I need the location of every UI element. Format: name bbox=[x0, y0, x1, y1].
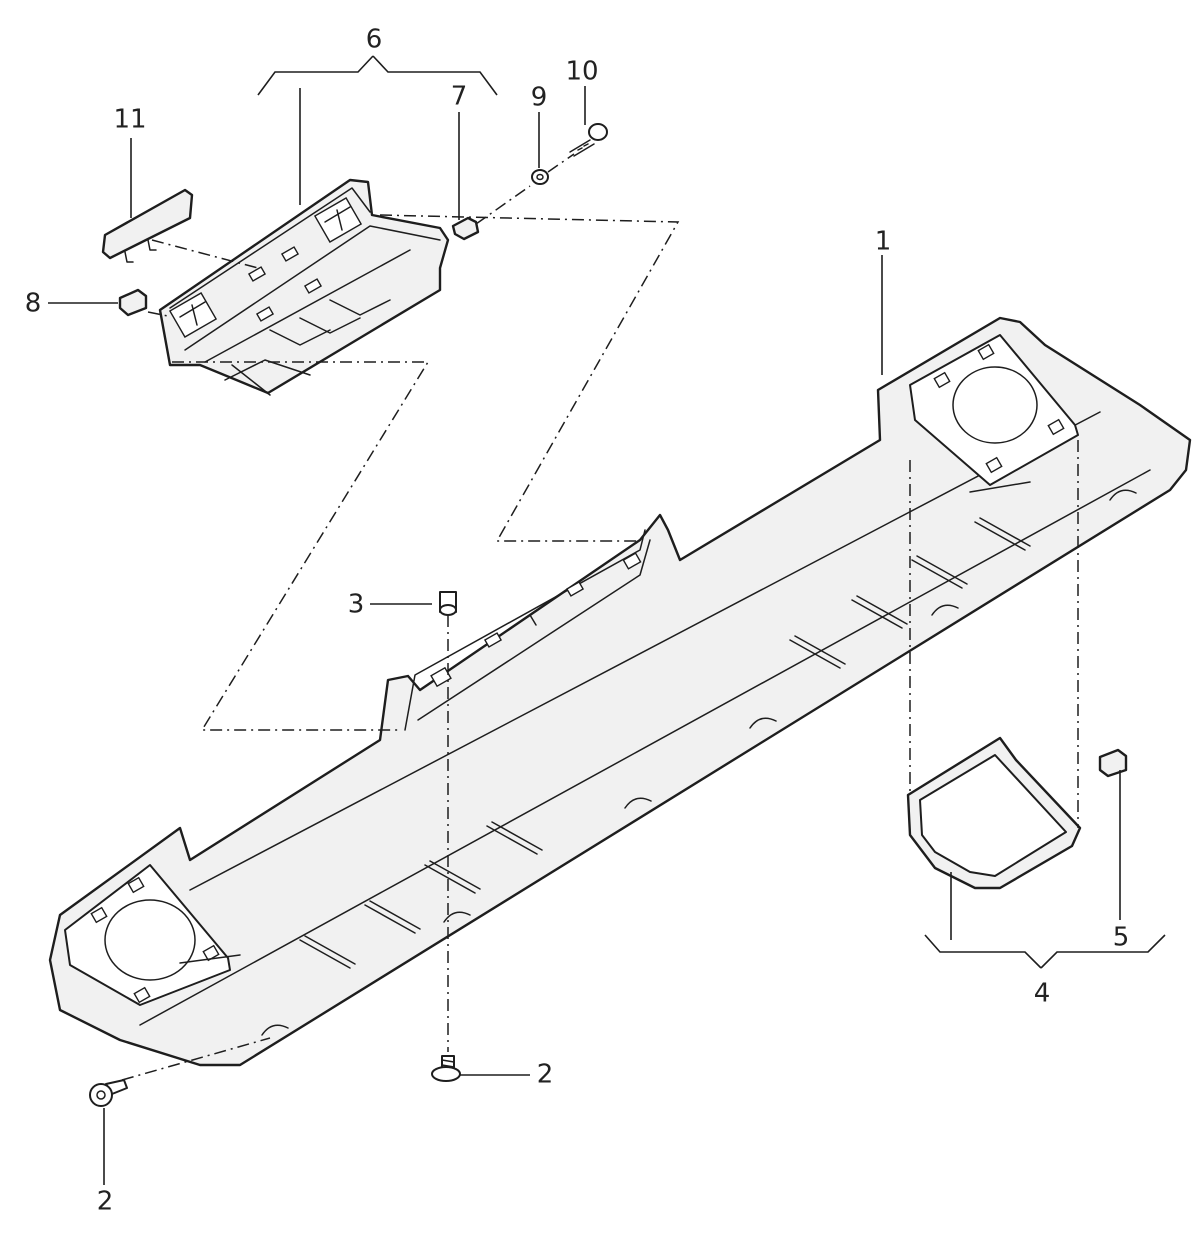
screw-part-2-left bbox=[89, 1079, 128, 1107]
callout-3: 3 bbox=[348, 590, 365, 620]
clip-part-8 bbox=[118, 288, 148, 317]
callout-1: 1 bbox=[875, 227, 892, 257]
cover-part-11 bbox=[101, 188, 194, 260]
screw-part-2-lower bbox=[431, 1055, 461, 1082]
callout-labels: 1 2 2 3 4 5 6 7 8 9 10 11 bbox=[25, 25, 1130, 1217]
callout-9: 9 bbox=[531, 83, 548, 113]
washer-part-9 bbox=[531, 169, 549, 185]
callout-6: 6 bbox=[366, 25, 383, 55]
switch-housing-part-6 bbox=[158, 178, 450, 396]
callout-5: 5 bbox=[1113, 923, 1130, 953]
callout-11: 11 bbox=[113, 105, 146, 135]
callout-2-left: 2 bbox=[97, 1187, 114, 1217]
leader-lines bbox=[48, 55, 1166, 1185]
callout-7: 7 bbox=[451, 82, 468, 112]
assembly-lines bbox=[121, 153, 1079, 1081]
callout-10: 10 bbox=[565, 57, 598, 87]
panel-slots bbox=[299, 517, 1031, 969]
panel-notches bbox=[261, 489, 1137, 1036]
cover-tabs bbox=[124, 239, 157, 263]
tray-part-4 bbox=[906, 736, 1082, 890]
screw-part-10 bbox=[569, 123, 608, 157]
bolt-part-3 bbox=[439, 591, 457, 616]
callout-8: 8 bbox=[25, 289, 42, 319]
clip-part-7 bbox=[451, 216, 480, 241]
clip-part-5 bbox=[1098, 748, 1128, 778]
callout-4: 4 bbox=[1034, 979, 1051, 1009]
callout-2-lower: 2 bbox=[537, 1060, 554, 1090]
trim-panel-part-1 bbox=[48, 316, 1192, 1067]
